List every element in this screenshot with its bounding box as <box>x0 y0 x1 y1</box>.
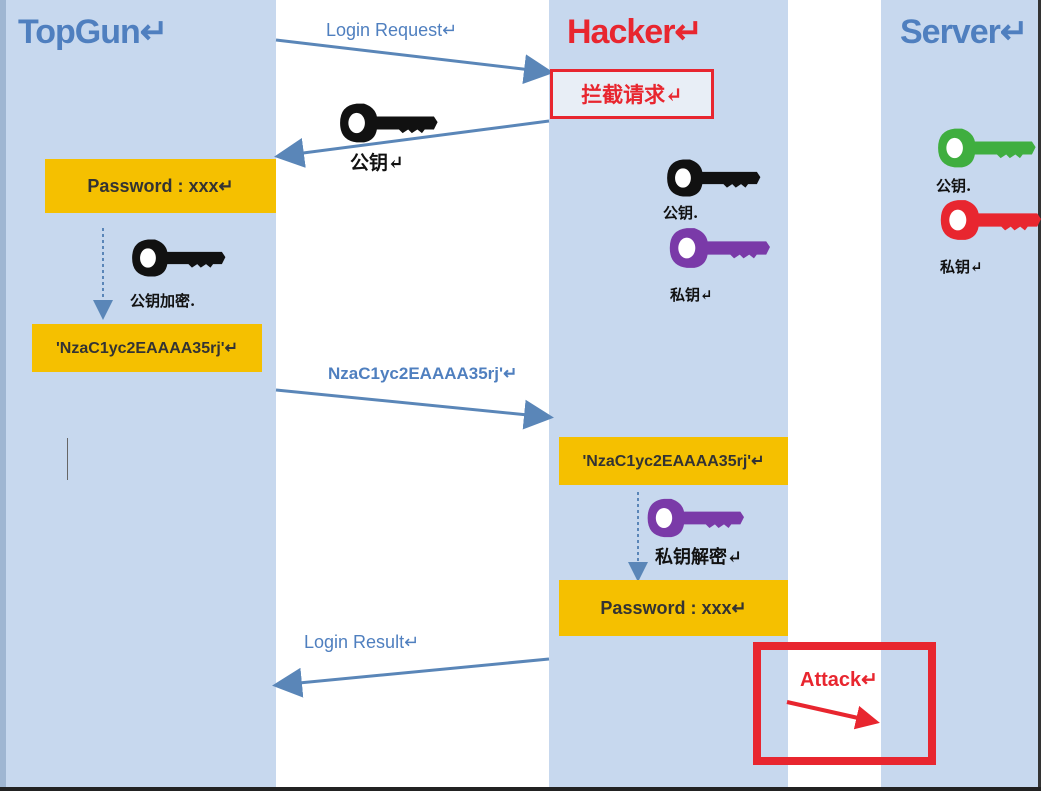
login-request-arrow <box>275 38 554 85</box>
hacker-password-box: Password : xxx↵ <box>559 580 788 636</box>
login-request-label: Login Request↵ <box>326 20 458 40</box>
ciphertext-arrow <box>275 388 554 430</box>
hacker-public-key-icon <box>660 156 764 200</box>
bottom-border <box>0 787 1041 791</box>
hacker-lane <box>549 0 788 787</box>
attack-arrow <box>786 700 880 730</box>
server-private-key-icon <box>937 195 1041 245</box>
server-private-key-label: 私钥↵ <box>940 258 983 276</box>
public-key-arrow <box>274 119 550 168</box>
client-password-box: Password : xxx↵ <box>45 159 276 213</box>
server-public-key-label: 公钥. <box>936 177 972 195</box>
attack-label: Attack↵ <box>800 669 878 691</box>
sent-key-label: 公钥↵ <box>350 152 404 174</box>
attack-frame <box>753 642 936 765</box>
hacker-ciphertext-box: 'NzaC1yc2EAAAA35rj'↵ <box>559 437 788 485</box>
encrypt-label: 公钥加密. <box>130 292 196 310</box>
hacker-private-key-icon <box>666 223 770 273</box>
right-border <box>1038 0 1041 791</box>
client-lane <box>0 0 276 787</box>
hacker-public-key-label: 公钥. <box>663 204 699 222</box>
hacker-title: Hacker↵ <box>567 13 703 51</box>
decrypt-private-key-icon <box>644 492 744 544</box>
client-title: TopGun↵ <box>18 13 168 51</box>
hacker-private-key-label: 私钥↵ <box>670 286 713 304</box>
server-title: Server↵ <box>900 13 1028 51</box>
client-ciphertext-box: 'NzaC1yc2EAAAA35rj'↵ <box>32 324 262 372</box>
login-result-arrow <box>272 657 550 698</box>
encrypt-public-key-icon <box>124 236 230 280</box>
sent-public-key-icon <box>334 100 440 146</box>
server-public-key-icon <box>930 125 1040 171</box>
intercept-request-box: 拦截请求↵ <box>550 69 714 119</box>
ciphertext-message-label: NzaC1yc2EAAAA35rj'↵ <box>328 364 518 383</box>
decrypt-label: 私钥解密↵ <box>655 547 743 568</box>
login-result-label: Login Result↵ <box>304 632 420 652</box>
text-cursor <box>67 438 68 480</box>
